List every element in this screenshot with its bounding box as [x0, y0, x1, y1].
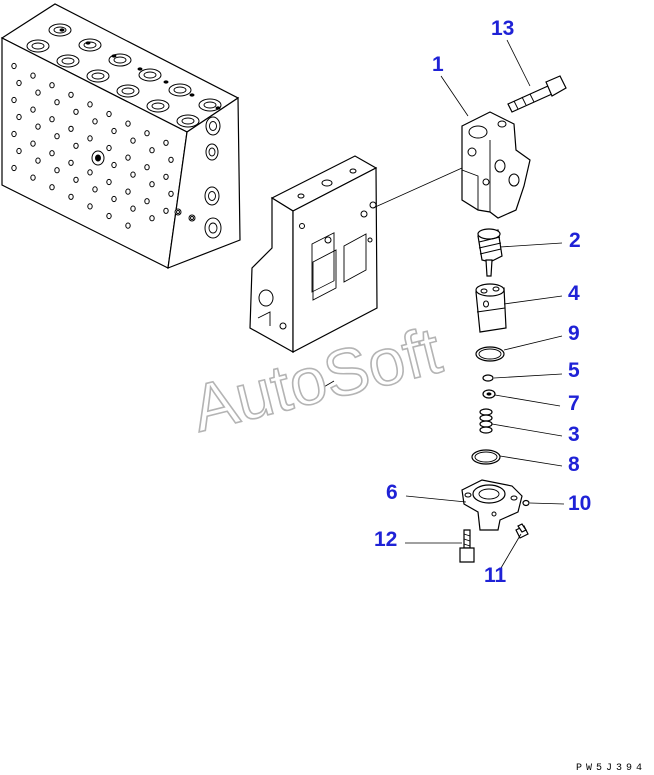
part-4-sleeve	[475, 283, 507, 333]
callout-2: 2	[569, 229, 581, 252]
callout-12: 12	[374, 528, 397, 551]
part-13-bolt	[507, 75, 567, 113]
part-10-ring	[522, 499, 530, 507]
part-12-bolt	[459, 529, 475, 563]
callout-3: 3	[568, 423, 580, 446]
callout-10: 10	[568, 492, 591, 515]
callout-9: 9	[568, 322, 580, 345]
assembly-line	[372, 167, 463, 209]
callout-7: 7	[568, 392, 580, 415]
part-3-spring	[479, 408, 493, 434]
callout-11: 11	[484, 564, 507, 587]
callout-13: 13	[491, 17, 514, 40]
control-valve-block	[0, 3, 241, 269]
callout-1: 1	[432, 53, 444, 76]
part-1-valve-body	[461, 111, 531, 219]
part-5-small-ring	[482, 374, 494, 382]
callout-6: 6	[386, 481, 398, 504]
watermark-leader	[321, 380, 335, 389]
part-2-spool	[477, 228, 503, 277]
callout-5: 5	[568, 359, 580, 382]
callout-labels: 1 2 3 4 5 6 7 8 9 10 11 12 13	[374, 17, 591, 587]
callout-8: 8	[568, 453, 580, 476]
part-7-plug	[482, 389, 496, 399]
leader-lines	[405, 39, 565, 569]
part-11-fitting	[515, 523, 529, 539]
callout-4: 4	[568, 282, 580, 305]
drawing-code: PW5J394	[576, 763, 646, 774]
part-6-cover	[461, 479, 523, 531]
valve-section-housing	[249, 155, 378, 354]
